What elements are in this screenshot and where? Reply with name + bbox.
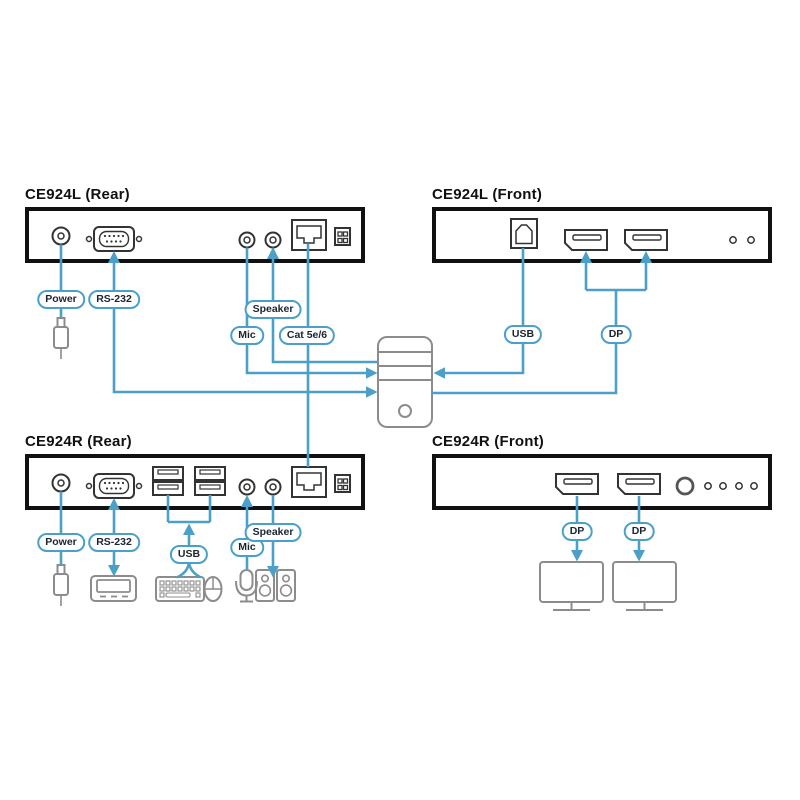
panel-ce924l-rear xyxy=(25,207,365,263)
displayport-icon xyxy=(555,473,599,495)
dp-from-computer-line xyxy=(432,251,652,395)
mouse-icon xyxy=(203,576,223,602)
label-mic: Mic xyxy=(230,326,264,345)
microphone-icon xyxy=(235,569,258,603)
panel-ce924r-rear xyxy=(25,454,365,510)
displayport-icon xyxy=(624,229,668,251)
speaker-from-computer-line xyxy=(267,247,378,364)
label-cat5e6: Cat 5e/6 xyxy=(278,326,336,345)
panel-title-ce924l-front: CE924L (Front) xyxy=(432,186,543,203)
speaker-jack-icon xyxy=(264,478,282,496)
rs232-to-computer-line xyxy=(108,251,378,398)
label-rs232: RS-232 xyxy=(88,290,140,309)
mic-jack-icon xyxy=(238,478,256,496)
label-power: Power xyxy=(37,290,85,309)
dip-switch-icon xyxy=(334,474,351,493)
mode-button-icon xyxy=(675,476,695,496)
label-dp: DP xyxy=(600,325,632,344)
label-speaker: Speaker xyxy=(244,300,302,319)
label-dp: DP xyxy=(561,522,593,541)
label-rs232: RS-232 xyxy=(88,533,140,552)
led-indicator-icon xyxy=(704,482,758,490)
usb-to-computer-line xyxy=(433,248,525,379)
power-plug-icon xyxy=(53,564,69,606)
speakers-icon xyxy=(255,569,296,602)
panel-title-ce924r-front: CE924R (Front) xyxy=(432,433,544,450)
computer-tower-icon xyxy=(377,336,433,428)
led-indicator-icon xyxy=(729,236,755,244)
panel-title-ce924l-rear: CE924L (Rear) xyxy=(25,186,130,203)
dip-switch-icon xyxy=(334,227,351,246)
panel-ce924r-front xyxy=(432,454,772,510)
label-usb: USB xyxy=(503,325,543,344)
keyboard-icon xyxy=(155,576,205,602)
panel-title-ce924r-rear: CE924R (Rear) xyxy=(25,433,132,450)
monitor-icon xyxy=(539,561,604,611)
displayport-icon xyxy=(564,229,608,251)
monitor-icon xyxy=(612,561,677,611)
displayport-icon xyxy=(617,473,661,495)
mic-to-computer-line xyxy=(245,247,378,379)
label-dp: DP xyxy=(623,522,655,541)
power-plug-icon xyxy=(53,317,69,359)
serial-device-icon xyxy=(90,575,137,602)
label-power: Power xyxy=(37,533,85,552)
label-usb: USB xyxy=(169,545,209,564)
label-mic: Mic xyxy=(230,538,264,557)
panel-ce924l-front xyxy=(432,207,772,263)
usb-a-ports-icon xyxy=(152,466,226,496)
label-speaker: Speaker xyxy=(244,523,302,542)
